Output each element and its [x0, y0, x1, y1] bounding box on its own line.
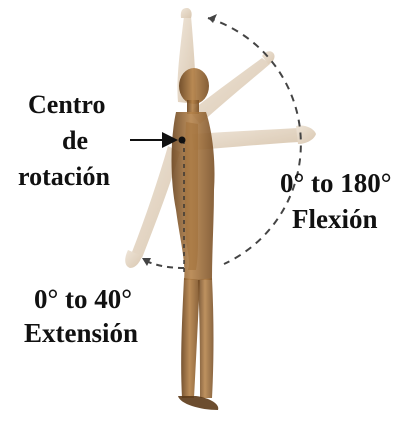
flexion-range-label: 0° to 180°: [280, 170, 392, 197]
extension-arc: [144, 260, 184, 268]
human-figure: [172, 68, 219, 410]
flexion-name-label: Flexión: [292, 206, 378, 233]
center-label-line3: rotación: [18, 164, 110, 190]
center-label-line2: de: [62, 128, 88, 154]
flexion-arc-arrowhead: [208, 14, 217, 23]
center-label-line1: Centro: [28, 92, 106, 118]
extension-name-label: Extensión: [24, 320, 138, 347]
center-of-rotation-point: [179, 137, 186, 144]
extension-range-label: 0° to 40°: [34, 286, 132, 313]
